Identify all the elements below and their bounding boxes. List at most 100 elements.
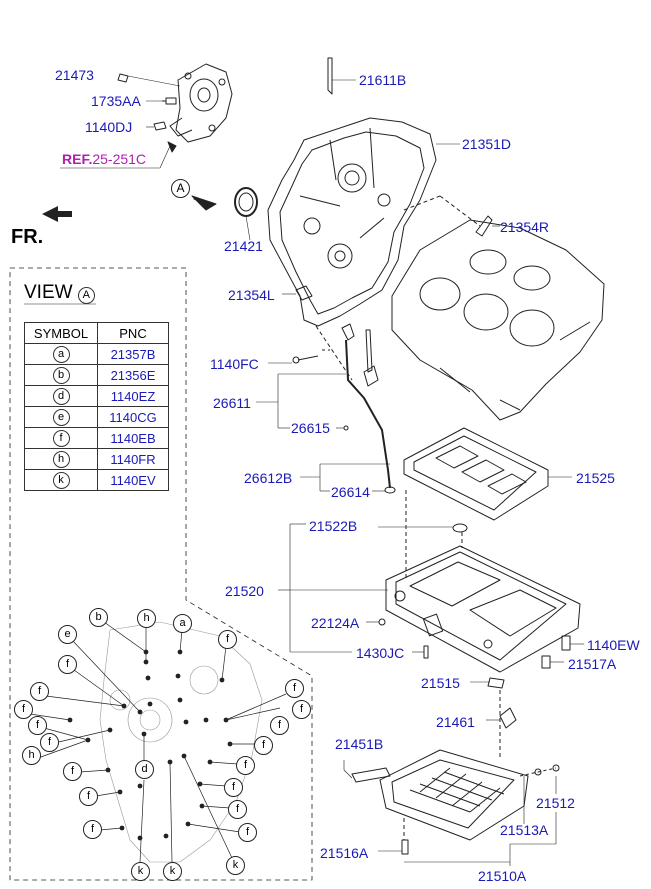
view-a-frame [9,267,313,881]
view-marker-f: f [228,800,247,819]
pnc-cell[interactable]: 1140EB [97,427,169,449]
view-marker-f: f [63,762,82,781]
view-marker-f: f [58,655,77,674]
view-a-title: VIEW A [24,282,95,304]
view-marker-f: f [28,716,47,735]
symbol-cell: a [24,343,98,365]
view-marker-f: f [224,778,243,797]
view-marker-d: d [135,760,154,779]
callout-26615[interactable]: 26615 [291,420,330,436]
view-marker-f: f [238,823,257,842]
front-orientation-label: FR. [11,226,44,248]
view-marker-k: k [226,856,245,875]
view-marker-f: f [218,630,237,649]
callout-26611[interactable]: 26611 [213,395,251,411]
view-marker-f: f [30,682,49,701]
symbol-marker: b [52,367,70,384]
callout-21611B[interactable]: 21611B [359,72,407,88]
view-marker-k: k [131,862,150,881]
view-title-text: VIEW [24,282,73,303]
pnc-cell[interactable]: 21356E [97,364,169,386]
cylinder-block-drawing [315,195,605,421]
view-marker-f: f [14,700,33,719]
callout-1430JC[interactable]: 1430JC [356,645,405,661]
callout-21473[interactable]: 21473 [55,67,94,83]
callout-21354R[interactable]: 21354R [500,219,550,235]
callout-1735AA[interactable]: 1735AA [91,93,141,109]
view-a-marker: A [171,179,190,198]
table-row[interactable]: f 1140EB [24,427,169,449]
symbol-cell: f [24,427,98,449]
view-a-cover-outline [99,621,263,863]
upper-oil-pan-drawing [278,490,584,760]
table-row[interactable]: a 21357B [24,343,169,365]
callout-21354L[interactable]: 21354L [228,287,275,303]
pnc-cell[interactable]: 1140CG [97,406,169,428]
callout-26614[interactable]: 26614 [331,484,370,500]
oil-gauge-drawing [256,323,396,494]
callout-22124A[interactable]: 22124A [311,615,360,631]
view-marker-h: h [22,746,41,765]
view-marker-f: f [83,820,102,839]
symbol-marker: a [52,346,70,363]
callout-21461[interactable]: 21461 [436,714,475,730]
pnc-cell[interactable]: 21357B [97,343,169,365]
callout-21517A[interactable]: 21517A [568,656,617,672]
callout-21512[interactable]: 21512 [536,795,575,811]
callout-1140DJ[interactable]: 1140DJ [85,119,133,135]
table-row[interactable]: e 1140CG [24,406,169,428]
oil-baffle-drawing [403,427,572,521]
table-row[interactable]: h 1140FR [24,448,169,470]
reference-label[interactable]: REF.25-251C [62,151,146,167]
callout-26612B[interactable]: 26612B [244,470,293,486]
callout-21520[interactable]: 21520 [225,583,264,599]
symbol-marker: d [52,388,70,405]
callout-21510A[interactable]: 21510A [478,868,527,884]
view-marker-h: h [137,609,156,628]
view-marker-f: f [270,716,289,735]
symbol-marker: e [52,409,70,426]
symbol-marker: h [52,451,70,468]
symbol-marker: k [52,472,70,489]
pnc-cell[interactable]: 1140FR [97,448,169,470]
reference-prefix: REF. [62,151,93,167]
callout-21421[interactable]: 21421 [224,238,263,254]
callout-1140FC[interactable]: 1140FC [210,356,259,372]
callout-21516A[interactable]: 21516A [320,845,369,861]
table-row[interactable]: k 1140EV [24,469,169,491]
symbol-header: SYMBOL [24,322,98,344]
pnc-cell[interactable]: 1140EZ [97,385,169,407]
view-marker-f: f [40,733,59,752]
symbol-pnc-table: SYMBOL PNC a 21357B b 21356E d 1140EZ e … [24,322,169,491]
reference-value: 25-251C [92,151,147,167]
front-arrow-icon [42,206,72,222]
pnc-header: PNC [97,322,169,344]
callout-21525[interactable]: 21525 [576,470,615,486]
symbol-cell: e [24,406,98,428]
view-marker-k: k [163,862,182,881]
view-marker-e: e [58,625,77,644]
view-marker-a: a [173,614,192,633]
table-header-row: SYMBOL PNC [24,322,169,344]
callout-1140EW[interactable]: 1140EW [587,637,640,653]
view-marker-f: f [292,700,311,719]
lower-oil-pan-drawing [343,749,560,866]
water-pump-drawing [60,63,233,169]
pnc-cell[interactable]: 1140EV [97,469,169,491]
view-title-marker: A [77,287,95,304]
callout-21513A[interactable]: 21513A [500,822,549,838]
callout-21351D[interactable]: 21351D [462,136,512,152]
callout-21515[interactable]: 21515 [421,675,460,691]
view-marker-f: f [79,787,98,806]
front-seal-drawing [191,187,258,241]
table-row[interactable]: b 21356E [24,364,169,386]
view-marker-f: f [236,756,255,775]
callout-21451B[interactable]: 21451B [335,736,384,752]
gasket-right-drawing [475,215,493,237]
symbol-cell: d [24,385,98,407]
symbol-cell: b [24,364,98,386]
view-marker-f: f [285,679,304,698]
table-row[interactable]: d 1140EZ [24,385,169,407]
callout-21522B[interactable]: 21522B [309,518,358,534]
